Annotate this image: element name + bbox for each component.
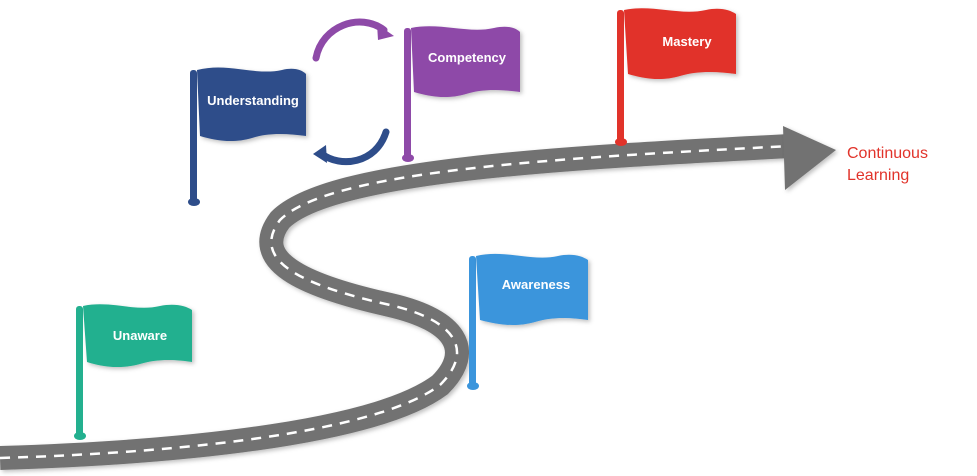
flag-mastery-label: Mastery: [662, 34, 712, 49]
flag-unaware-pole-base: [74, 432, 86, 440]
flag-understanding-pole-base: [188, 198, 200, 206]
cycle-arrow-top: [312, 18, 388, 62]
flag-awareness-pole: [469, 256, 476, 386]
road-arrowhead: [783, 126, 836, 190]
winding-road: [0, 126, 836, 470]
flag-mastery-pole-base: [615, 138, 627, 146]
flag-mastery-pole: [617, 10, 624, 142]
road-surface: [0, 134, 791, 470]
flag-competency: Competency: [402, 26, 520, 162]
cycle-arrow-top-head: [377, 24, 394, 40]
continuous-learning-label: Continuous Learning: [847, 145, 928, 184]
flag-understanding: Understanding: [188, 67, 306, 206]
continuous-learning-line1: Continuous: [847, 145, 928, 162]
cycle-arrow-bottom: [318, 128, 390, 166]
cycle-arrow-bottom-head: [313, 145, 327, 163]
flag-mastery: Mastery: [615, 8, 736, 146]
flag-awareness-cloth: [476, 253, 588, 326]
flag-competency-pole-base: [402, 154, 414, 162]
flag-awareness-pole-base: [467, 382, 479, 390]
flag-understanding-cloth: [197, 67, 306, 142]
flag-competency-cloth: [411, 26, 520, 98]
cycle-arrows-icon: [312, 18, 394, 166]
continuous-learning-line2: Learning: [847, 167, 909, 184]
flag-unaware: Unaware: [74, 304, 192, 440]
road-center-dashes: [0, 144, 791, 460]
flag-mastery-cloth: [624, 8, 736, 80]
flag-understanding-label: Understanding: [207, 93, 299, 108]
flag-awareness-label: Awareness: [502, 277, 570, 292]
flag-unaware-label: Unaware: [113, 328, 167, 343]
flag-awareness: Awareness: [467, 253, 588, 390]
flag-unaware-cloth: [83, 304, 192, 368]
flag-competency-label: Competency: [428, 50, 507, 65]
flag-unaware-pole: [76, 306, 83, 436]
flag-competency-pole: [404, 28, 411, 158]
flag-understanding-pole: [190, 70, 197, 202]
